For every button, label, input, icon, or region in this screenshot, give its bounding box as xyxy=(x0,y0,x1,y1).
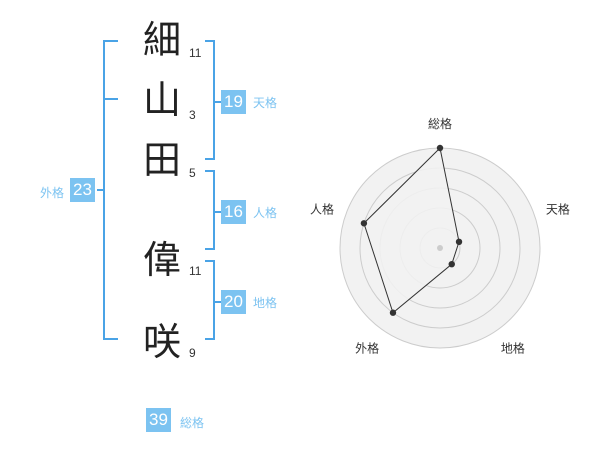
chikaku-bracket-top xyxy=(205,260,215,262)
outer-bracket-top xyxy=(103,40,118,42)
outer-bracket-tick xyxy=(97,189,103,191)
jinkaku-label: 人格 xyxy=(253,206,278,220)
jinkaku-bracket-tick xyxy=(215,211,221,213)
radar-axis-label-5: 人格 xyxy=(310,202,334,217)
chikaku-bracket-bottom xyxy=(205,338,215,340)
jinkaku-bracket-top xyxy=(205,170,215,172)
tenkaku-value: 19 xyxy=(221,90,246,114)
tenkaku-label: 天格 xyxy=(253,96,278,110)
name-char-3: 田 xyxy=(142,138,181,182)
tenkaku-bracket-line xyxy=(213,40,215,160)
stroke-count-3: 5 xyxy=(189,166,196,180)
stroke-count-2: 3 xyxy=(189,108,196,122)
radar-point-3 xyxy=(448,260,455,268)
tenkaku-bracket-bottom xyxy=(205,158,215,160)
tenkaku-bracket-top xyxy=(205,40,215,42)
chikaku-bracket-line xyxy=(213,260,215,340)
gaikaku-value: 23 xyxy=(70,178,95,202)
radar-series-polygon xyxy=(363,146,460,314)
stroke-count-1: 11 xyxy=(189,46,202,60)
outer-bracket-bottom xyxy=(103,338,118,340)
stroke-count-4: 11 xyxy=(189,264,202,278)
jinkaku-value: 16 xyxy=(221,200,246,224)
name-char-1: 細 xyxy=(142,18,181,62)
chikaku-label: 地格 xyxy=(253,296,278,310)
radar-point-2 xyxy=(455,238,463,246)
radar-axis-label-2: 天格 xyxy=(546,202,570,217)
chikaku-bracket-tick xyxy=(215,301,221,303)
gaikaku-label: 外格 xyxy=(40,186,65,200)
outer-bracket-mid xyxy=(103,98,118,100)
name-char-5: 咲 xyxy=(142,320,181,364)
stroke-count-5: 9 xyxy=(189,346,196,360)
soukaku-label: 総格 xyxy=(180,416,205,430)
radar-axis-label-3: 地格 xyxy=(501,340,525,355)
tenkaku-bracket-tick xyxy=(215,101,221,103)
jinkaku-bracket-bottom xyxy=(205,248,215,250)
radar-point-5 xyxy=(360,220,368,227)
radar-center-dot xyxy=(437,245,443,251)
radar-axis-label-1: 総格 xyxy=(428,116,452,131)
chikaku-value: 20 xyxy=(221,290,246,314)
jinkaku-bracket-line xyxy=(213,170,215,250)
radar-axis-label-4: 外格 xyxy=(355,340,379,355)
name-char-4: 偉 xyxy=(142,238,181,282)
soukaku-value: 39 xyxy=(146,408,171,432)
radar-point-4 xyxy=(389,309,397,316)
radar-point-1 xyxy=(436,144,444,152)
name-char-2: 山 xyxy=(142,78,181,122)
outer-bracket-line xyxy=(103,40,105,340)
